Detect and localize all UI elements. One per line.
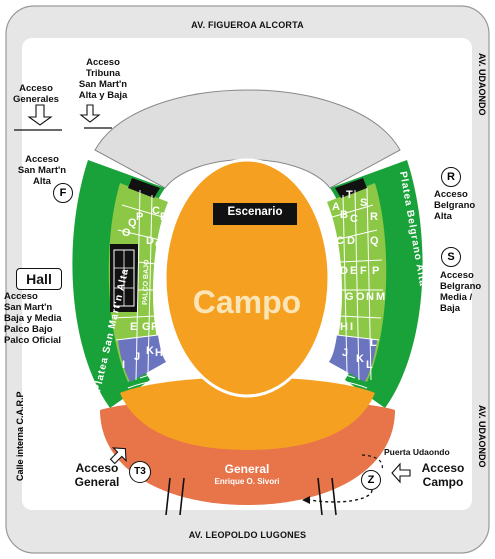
north-stand[interactable]: [94, 89, 401, 189]
right-blue-sections[interactable]: [329, 335, 377, 382]
campo-label: Campo: [192, 284, 302, 320]
section-letter: G: [345, 291, 354, 303]
south-lower-ring[interactable]: [120, 377, 375, 450]
section-letter: L: [366, 359, 373, 371]
access-tribuna: Acceso Tribuna San Mart'n Alta y Baja: [78, 57, 128, 101]
general-arrow-icon: [109, 447, 127, 465]
street-bottom: AV. LEOPOLDO LUGONES: [188, 530, 307, 540]
access-hall: Acceso San Mart'n Baja y Media Palco Baj…: [4, 291, 62, 346]
escenario[interactable]: [213, 203, 297, 225]
section-letter: P: [372, 265, 379, 277]
section-letter: C: [336, 235, 344, 247]
section-letter: G: [142, 321, 151, 333]
section-letter: C: [155, 239, 163, 251]
right-section-letters: T S A B C R C D Q D E F P G O N M H I L …: [332, 189, 385, 371]
left-section-lines: [111, 189, 167, 381]
gate-s[interactable]: S: [441, 247, 461, 267]
road-line: [179, 477, 185, 516]
section-letter: H: [155, 347, 163, 359]
road-line: [165, 477, 171, 516]
section-letter: O: [356, 291, 365, 303]
gate-r[interactable]: R: [441, 167, 461, 187]
section-letter: K: [356, 353, 364, 365]
section-letter: Q: [370, 235, 379, 247]
access-general: Acceso General: [74, 461, 120, 489]
section-letter: I: [122, 359, 125, 371]
right-black-corner: [335, 178, 367, 198]
section-letter: F: [151, 321, 158, 333]
section-letter: M: [376, 291, 385, 303]
section-letter: D: [340, 265, 348, 277]
gate-f[interactable]: F: [53, 183, 73, 203]
general-subtitle: Enrique O. Sivori: [214, 477, 280, 486]
generales-arrow-icon: [27, 104, 53, 126]
section-letter: J: [134, 351, 140, 363]
section-letter: I: [350, 321, 353, 333]
access-generales: Acceso Generales: [13, 83, 59, 105]
access-belgrano-media: Acceso Belgrano Media / Baja: [440, 270, 482, 314]
section-letter: B: [340, 209, 348, 221]
section-letter: Q: [128, 217, 137, 229]
access-campo: Acceso Campo: [421, 461, 465, 489]
campo-path-arrow: [309, 489, 373, 503]
gate-t3[interactable]: T3: [129, 461, 151, 483]
street-top: AV. FIGUEROA ALCORTA: [191, 20, 304, 30]
section-letter: T: [346, 189, 353, 201]
section-letter: J: [342, 347, 348, 359]
section-letter: S: [360, 197, 367, 209]
escenario-label: Escenario: [227, 206, 283, 218]
section-letter: O: [122, 227, 131, 239]
section-letter: B: [160, 211, 168, 223]
hall-box[interactable]: Hall: [16, 268, 62, 290]
road-line: [331, 477, 337, 516]
tribuna-arrow-icon: [79, 104, 101, 123]
section-letter: E: [130, 321, 137, 333]
access-san-martin-alta: Acceso San Mart'n Alta: [17, 154, 67, 187]
street-right-bottom: AV. UDAONDO: [477, 405, 487, 468]
section-letter: D: [146, 235, 154, 247]
right-section-lines: [328, 187, 383, 381]
left-section-letters: O P Q C B D C G F E I J K H: [122, 205, 168, 371]
campo-field[interactable]: [163, 158, 331, 398]
left-black-corner: [128, 178, 160, 198]
section-letter: E: [350, 265, 357, 277]
left-blue-sections[interactable]: [118, 335, 166, 382]
section-letter: D: [347, 235, 355, 247]
street-right-top: AV. UDAONDO: [477, 53, 487, 116]
gate-z[interactable]: Z: [361, 470, 381, 490]
palco-bajo-label: PALCO BAJO: [142, 259, 151, 305]
section-letter: R: [370, 211, 378, 223]
street-left: Calle interna C.A.R.P: [15, 391, 25, 481]
puerta-udaondo: Puerta Udaondo: [384, 447, 450, 457]
section-letter: P: [136, 211, 143, 223]
arrow-head: [302, 496, 310, 504]
section-letter: K: [146, 345, 154, 357]
section-letter: A: [332, 201, 340, 213]
section-letter: N: [366, 291, 374, 303]
general-title: General: [224, 462, 270, 476]
section-letter: L: [370, 337, 377, 349]
access-belgrano-alta: Acceso Belgrano Alta: [434, 189, 476, 222]
section-letter: C: [350, 213, 358, 225]
section-letter: C: [152, 205, 160, 217]
section-letter: F: [360, 265, 367, 277]
section-letter: H: [340, 321, 348, 333]
campo-arrow-icon: [391, 462, 411, 484]
road-line: [317, 477, 323, 516]
